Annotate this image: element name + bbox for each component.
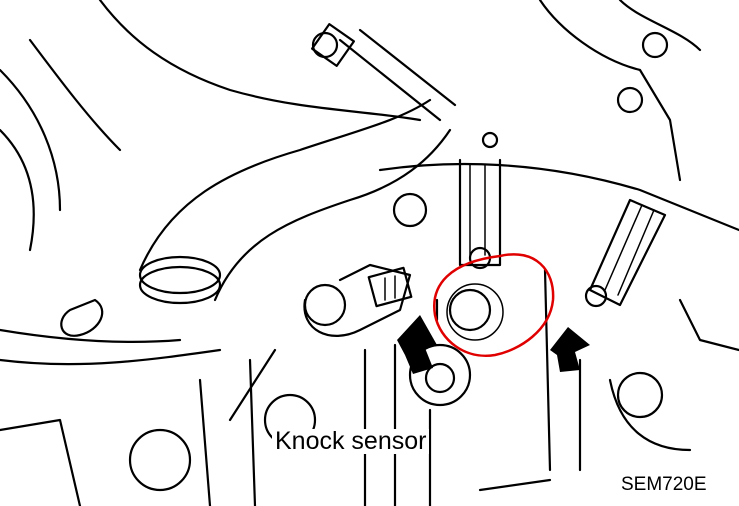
- arrow-left: [397, 315, 437, 374]
- intake-manifold-outline: [0, 0, 739, 366]
- cylinder-block-outline: [0, 298, 739, 506]
- bolt: [641, 31, 669, 59]
- knock-sensor-body: [303, 263, 413, 337]
- stud: [481, 131, 499, 149]
- hose-clamp: [311, 23, 457, 122]
- boss: [392, 192, 428, 228]
- knock-sensor-label: Knock sensor: [272, 429, 430, 454]
- bracket: [458, 158, 502, 270]
- coolant-hose: [138, 98, 452, 305]
- bolt: [616, 86, 644, 114]
- sensor-mount-boss: [435, 268, 552, 472]
- arrow-right: [550, 327, 590, 372]
- highlight-circle: [433, 253, 555, 358]
- figure-code: SEM720E: [619, 474, 709, 495]
- fuel-tube: [584, 198, 667, 308]
